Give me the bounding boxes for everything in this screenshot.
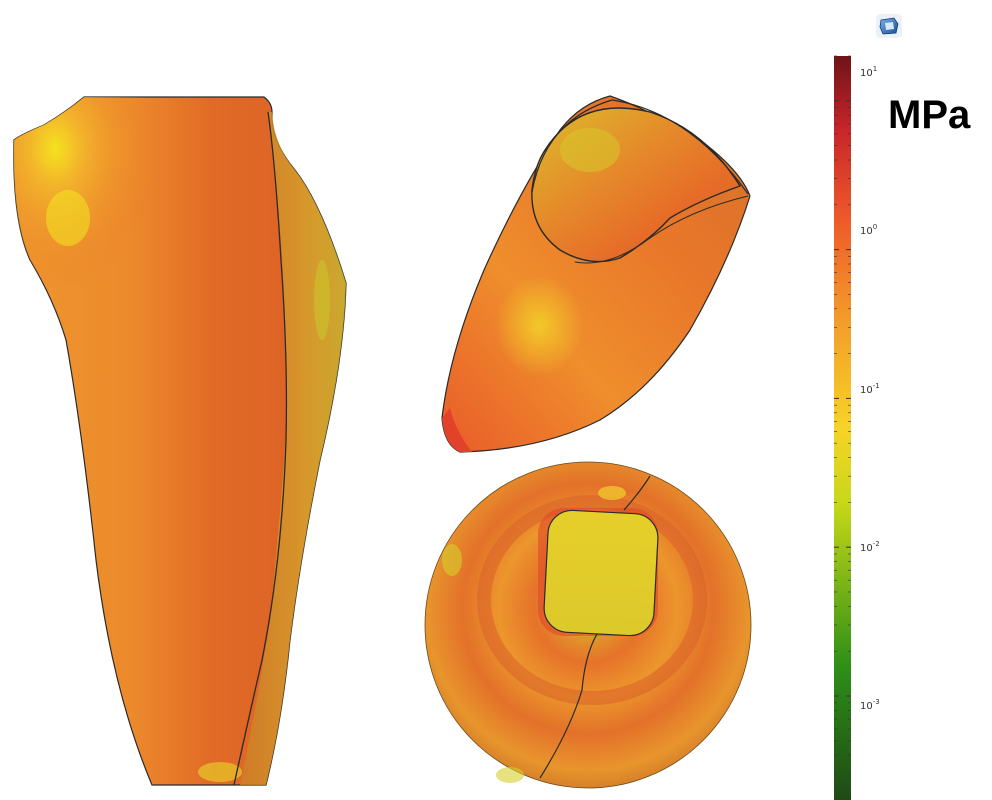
side-view-seam: [233, 111, 288, 786]
colorbar-tick-label-4: 10-2: [860, 540, 880, 554]
side-view: [13, 96, 347, 786]
svg-text:10-1: 10-1: [860, 382, 880, 396]
colorbar-ticks: [834, 55, 851, 800]
svg-text:10-2: 10-2: [860, 540, 880, 554]
bottom-view-top-highlight: [598, 486, 626, 500]
bottom-view-seam-top: [623, 475, 651, 511]
side-view-hotspot: [46, 190, 90, 246]
side-view-glow: [13, 97, 203, 356]
svg-text:101: 101: [860, 65, 877, 79]
bottom-view-pad: [543, 509, 659, 637]
svg-text:100: 100: [860, 223, 877, 237]
bottom-view-seam-bottom: [539, 633, 598, 779]
oblique-view: [441, 95, 751, 453]
bottom-view-left-highlight: [442, 544, 462, 576]
bottom-view-ring: [477, 495, 707, 705]
svg-text:10-3: 10-3: [860, 698, 880, 712]
side-view-bottom-highlight: [198, 762, 242, 782]
bottom-view-bottom-highlight: [496, 767, 524, 783]
bottom-view: [424, 461, 752, 789]
colorbar-gradient: [834, 56, 851, 800]
colorbar-tick-label-1: 101: [860, 65, 877, 79]
side-view-right-panel: [240, 112, 346, 785]
oblique-view-rim-outer: [574, 195, 749, 264]
oblique-view-rim-line: [531, 99, 749, 195]
colorbar-tick-label-3: 10-1: [860, 382, 880, 396]
colorbar: 101 100 10-1 10-2 10-3 MPa: [834, 55, 971, 800]
colorbar-tick-label-5: 10-3: [860, 698, 880, 712]
oblique-view-highlight: [470, 260, 596, 406]
view-cube-icon[interactable]: [876, 14, 902, 38]
oblique-view-tip: [442, 408, 472, 452]
oblique-view-cup-highlight: [560, 128, 620, 172]
colorbar-unit-label: MPa: [888, 93, 971, 137]
side-view-right-highlight: [314, 260, 330, 340]
colorbar-tick-label-2: 100: [860, 223, 877, 237]
